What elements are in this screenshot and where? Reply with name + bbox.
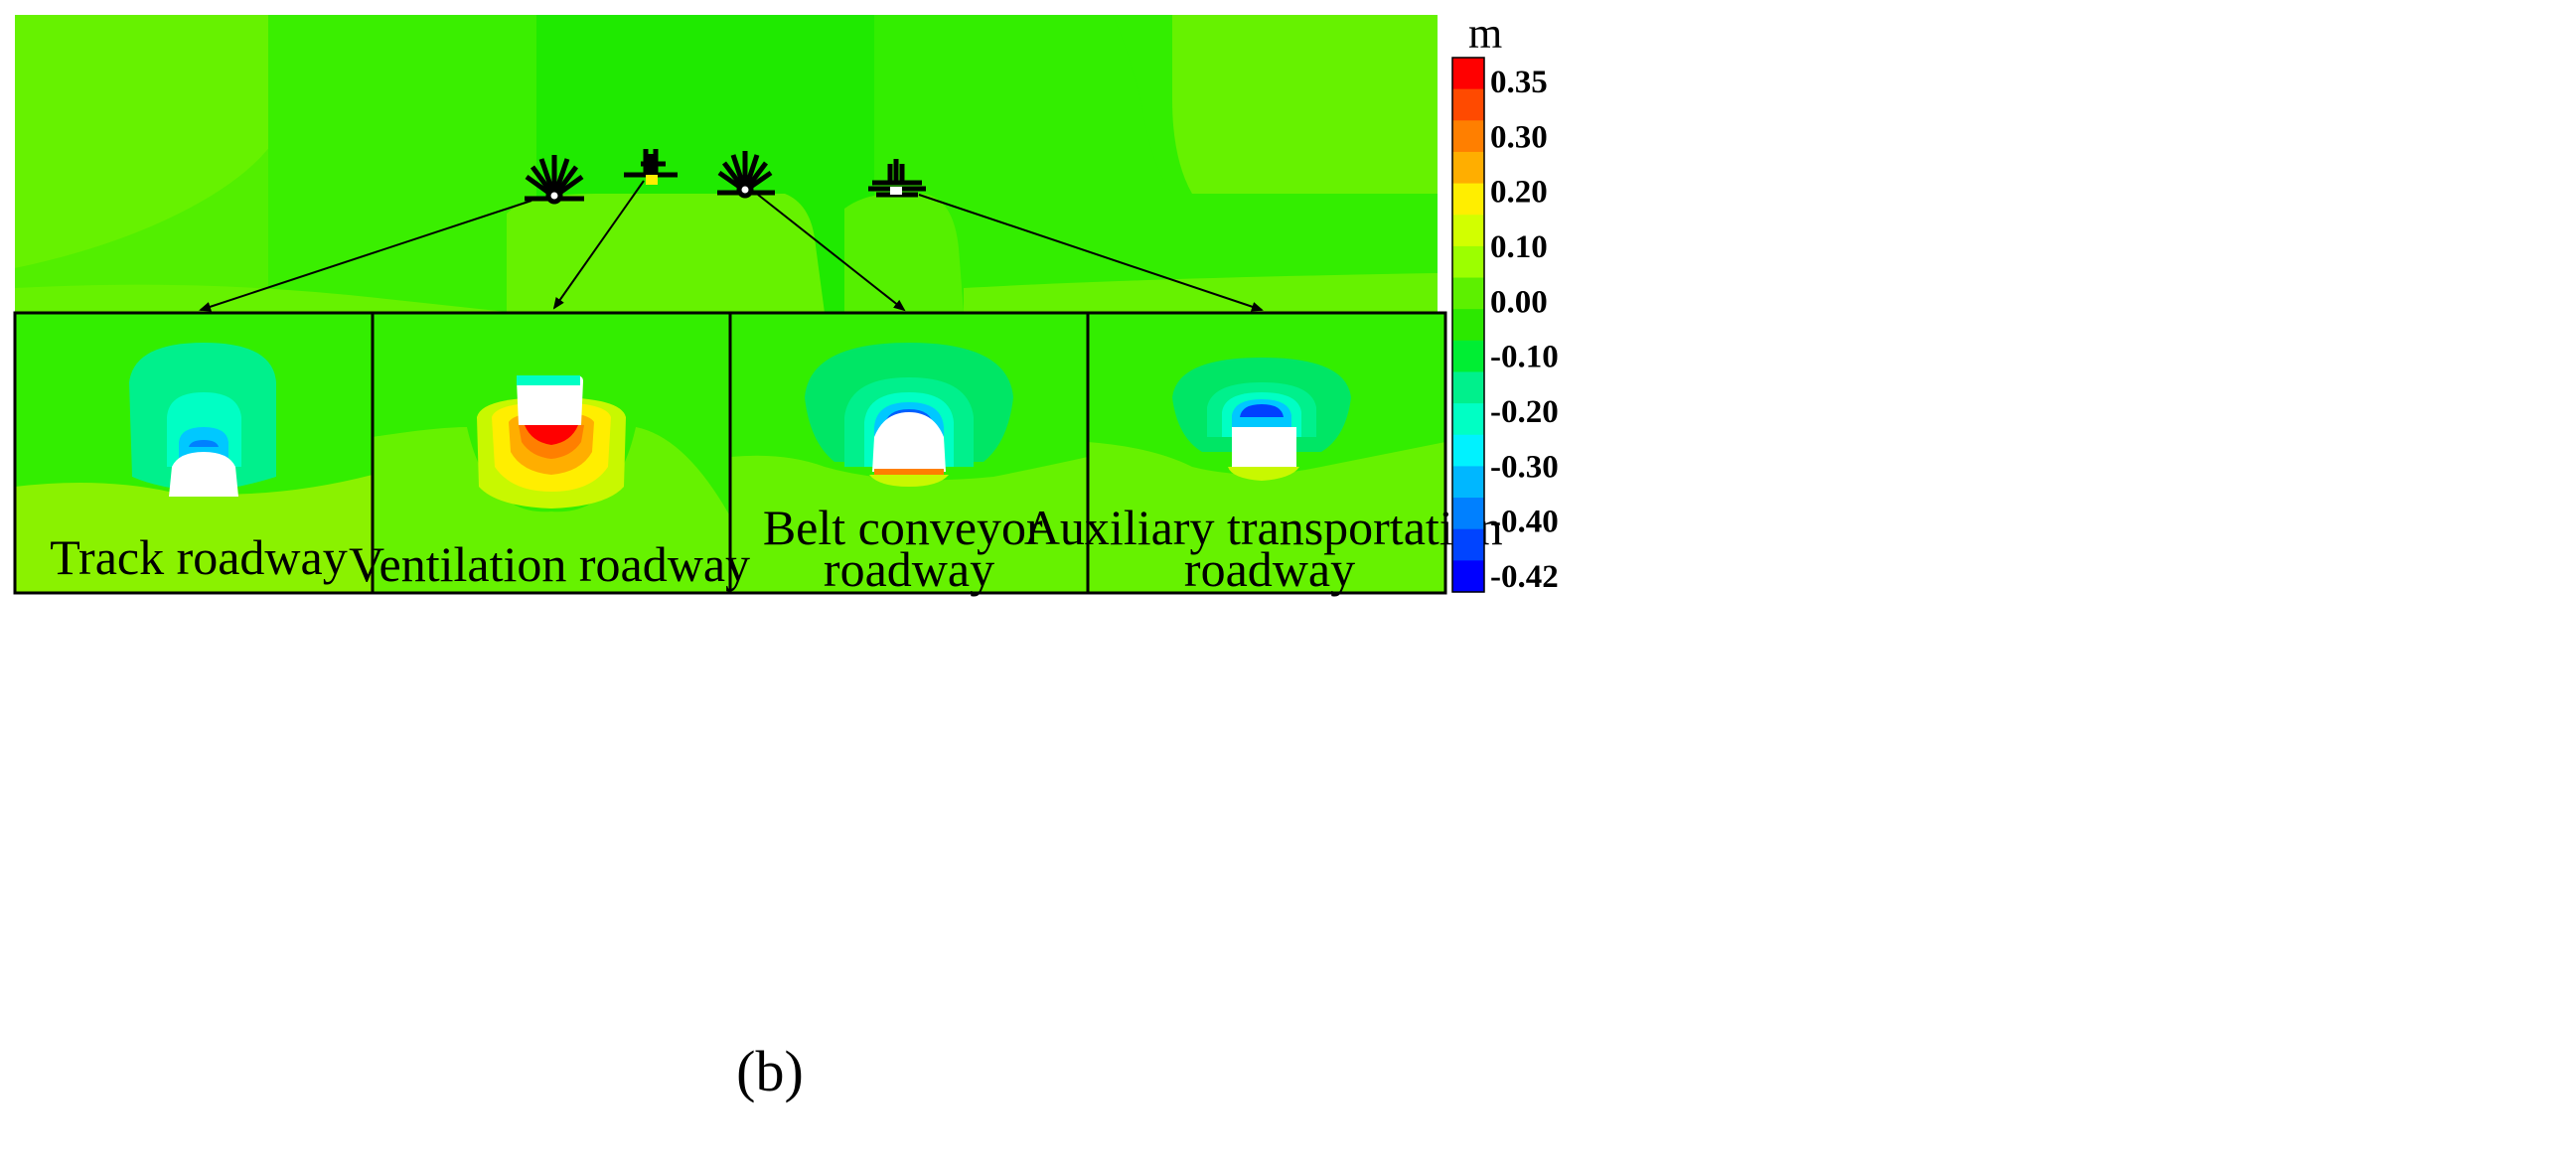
callout-arrows	[199, 180, 1264, 312]
colorbar-band	[1452, 151, 1484, 185]
label-auxiliary: Auxiliary transportation roadway	[1024, 500, 1515, 597]
colorbar-tick-label: 0.30	[1490, 119, 1548, 155]
overview-track-roadway-icon	[525, 155, 584, 205]
colorbar-tick-label: -0.30	[1490, 449, 1559, 485]
colorbar-tick-label: -0.10	[1490, 340, 1559, 375]
colorbar-band	[1452, 371, 1484, 404]
colorbar-band	[1452, 403, 1484, 436]
overview-auxiliary-roadway-icon	[868, 159, 926, 198]
colorbar-tick-label: -0.20	[1490, 394, 1559, 430]
colorbar-tick-label: 0.00	[1490, 284, 1548, 320]
arrow-ventilation	[552, 180, 645, 310]
colorbar-tick-label: 0.35	[1490, 65, 1548, 100]
overview-belt-roadway-icon	[717, 151, 775, 199]
colorbar-band	[1452, 88, 1484, 121]
overview-field	[15, 15, 1438, 313]
panel-ventilation	[373, 313, 730, 593]
colorbar-band	[1452, 215, 1484, 247]
panel-frames	[13, 311, 1447, 595]
colorbar-band	[1452, 434, 1484, 468]
colorbar-band	[1452, 528, 1484, 561]
colorbar-band	[1452, 120, 1484, 153]
colorbar-tick-label: -0.40	[1490, 505, 1559, 540]
colorbar: m 0.35 0.30 0.20 0.10 0.00 -0.10 -0.20 -0.30 -0.…	[1451, 9, 1559, 595]
panel-auxiliary	[1088, 313, 1445, 593]
colorbar-band	[1452, 183, 1484, 216]
figure-label: (b)	[736, 1039, 804, 1103]
colorbar-bands	[1452, 58, 1484, 593]
panel-labels: Track roadway Ventilation roadway Belt c…	[50, 500, 1515, 597]
colorbar-unit: m	[1468, 9, 1502, 58]
colorbar-tick-label: 0.10	[1490, 229, 1548, 265]
colorbar-band	[1452, 277, 1484, 310]
colorbar-tick-label: 0.20	[1490, 175, 1548, 211]
label-ventilation: Ventilation roadway	[349, 536, 750, 592]
colorbar-band	[1452, 560, 1484, 593]
colorbar-ticks: 0.35 0.30 0.20 0.10 0.00 -0.10 -0.20 -0.30 -0.40…	[1490, 65, 1559, 595]
label-belt: Belt conveyor roadway	[763, 500, 1055, 597]
overview-ventilation-roadway-icon	[624, 149, 678, 185]
colorbar-band	[1452, 466, 1484, 499]
arrow-track	[199, 200, 532, 312]
colorbar-band	[1452, 498, 1484, 530]
panel-belt	[730, 313, 1088, 593]
colorbar-band	[1452, 309, 1484, 342]
colorbar-band	[1452, 58, 1484, 90]
colorbar-band	[1452, 340, 1484, 373]
colorbar-tick-label: -0.42	[1490, 559, 1559, 595]
panel-track	[15, 313, 373, 593]
label-track: Track roadway	[50, 529, 347, 585]
arrow-auxiliary	[918, 194, 1264, 312]
arrow-belt	[757, 194, 906, 312]
colorbar-band	[1452, 245, 1484, 279]
